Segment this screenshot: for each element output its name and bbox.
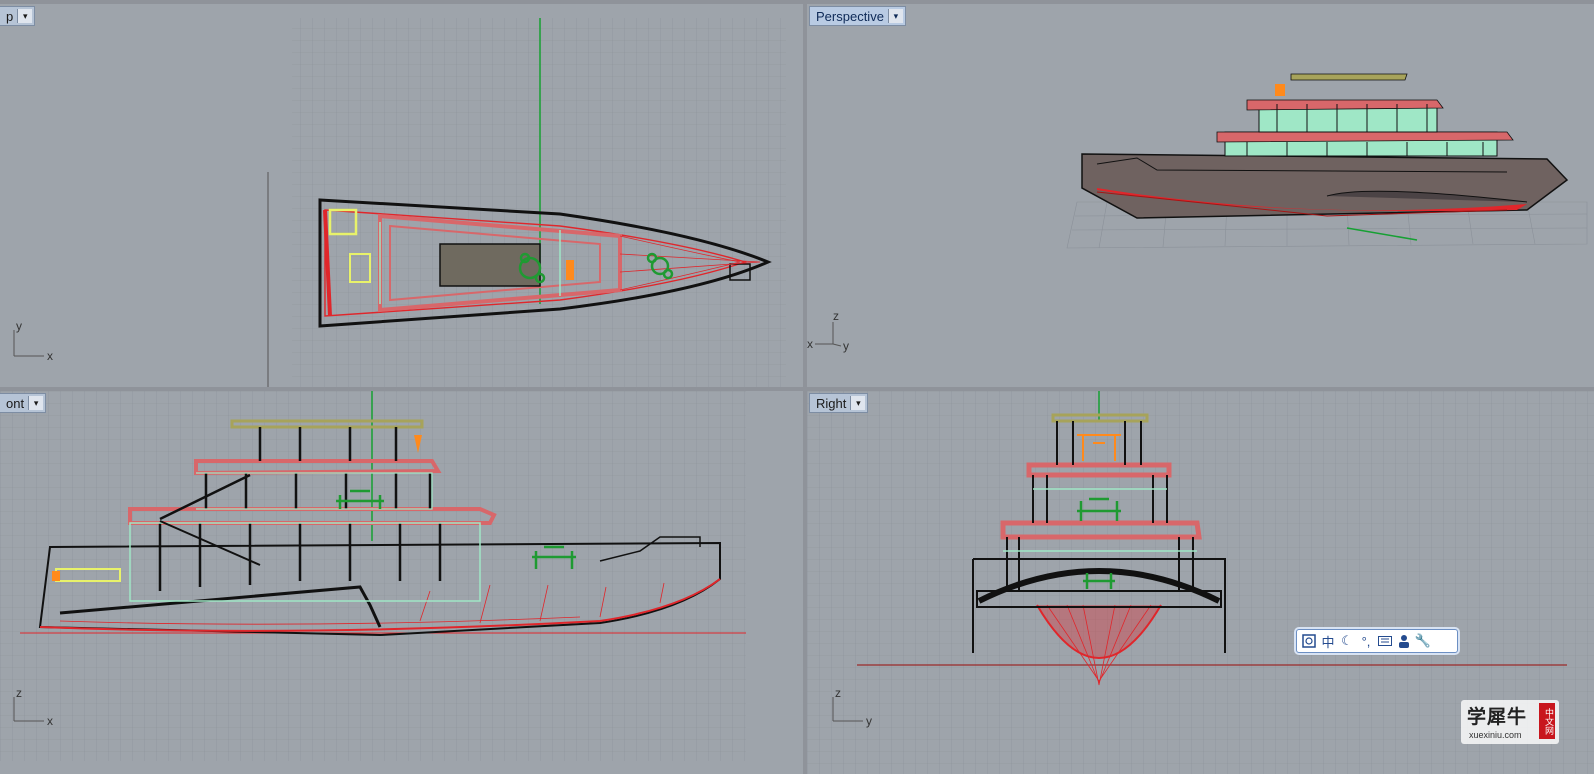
dropdown-caret-icon[interactable]: ▾ (887, 9, 903, 23)
axis-label-y: y (843, 339, 849, 353)
viewport-label-front[interactable]: ont ▾ (0, 393, 47, 413)
watermark-logo: 学犀牛 xuexiniu.com 中文网 (1461, 700, 1559, 744)
axis-gizmo-right (832, 697, 863, 722)
watermark-url: xuexiniu.com (1469, 730, 1522, 740)
ime-punct-toggle[interactable]: °, (1361, 633, 1371, 649)
furniture-set[interactable] (336, 489, 576, 569)
front-view-canvas: z x (0, 391, 746, 761)
axis-label-x: x (807, 337, 813, 351)
ime-logo-icon[interactable] (1301, 633, 1317, 649)
axis-gizmo-top (13, 330, 44, 357)
axis-label-x: x (47, 349, 53, 363)
orange-fixture[interactable] (566, 260, 574, 280)
viewport-label-perspective[interactable]: Perspective ▾ (809, 6, 906, 26)
axis-gizmo-front (13, 697, 44, 722)
viewport-label-top[interactable]: p ▾ (0, 6, 36, 26)
boat-section[interactable] (972, 413, 1226, 686)
dropdown-caret-icon[interactable]: ▾ (17, 9, 33, 23)
viewport-title: ont (6, 395, 25, 411)
right-view-canvas: z y (807, 391, 1594, 774)
viewport-title: Right (816, 395, 847, 411)
furniture-set[interactable] (518, 252, 674, 284)
axis-label-y: y (866, 714, 872, 728)
watermark-seal: 中文网 (1539, 703, 1555, 739)
viewport-top[interactable]: p ▾ (0, 4, 803, 387)
viewport-title: p (6, 8, 14, 24)
boat-3d[interactable] (1081, 73, 1569, 219)
orange-fixture[interactable] (1077, 434, 1121, 461)
dropdown-caret-icon[interactable]: ▾ (850, 396, 866, 410)
ime-toolbar[interactable]: 中 ☾ °, 🔧 (1296, 629, 1458, 653)
watermark-title: 学犀牛 (1467, 706, 1528, 728)
axis-label-z: z (833, 309, 839, 323)
axis-label-z: z (835, 686, 841, 700)
top-view-canvas: y x (13, 18, 786, 387)
viewport-perspective[interactable]: Perspective ▾ (807, 4, 1594, 387)
wrench-icon[interactable]: 🔧 (1414, 633, 1432, 648)
dropdown-caret-icon[interactable]: ▾ (28, 396, 44, 410)
viewport-label-right[interactable]: Right ▾ (809, 393, 869, 413)
viewport-title: Perspective (816, 8, 884, 24)
furniture-set[interactable] (1077, 497, 1121, 589)
perspective-canvas: z x y (807, 73, 1588, 353)
axis-gizmo-perspective (815, 322, 842, 347)
axis-label-x: x (47, 714, 53, 728)
boat-profile[interactable] (38, 419, 721, 637)
viewport-front[interactable]: ont ▾ (0, 391, 803, 774)
ime-mode-toggle[interactable]: 中 (1321, 634, 1335, 650)
keyboard-icon[interactable] (1377, 633, 1393, 649)
moon-icon[interactable]: ☾ (1341, 633, 1353, 648)
hull-plan[interactable] (318, 198, 772, 328)
construction-grid (0, 391, 746, 761)
axis-label-z: z (16, 686, 22, 700)
axis-label-y: y (16, 319, 22, 333)
user-icon[interactable] (1396, 633, 1412, 649)
